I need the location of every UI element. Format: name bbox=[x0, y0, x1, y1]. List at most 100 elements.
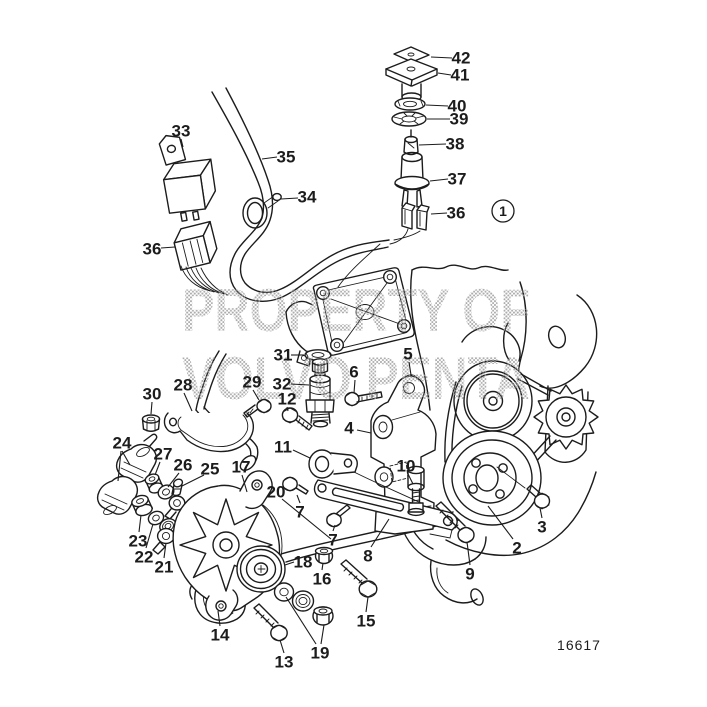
callout-leader-line bbox=[370, 518, 390, 548]
gasket-42-drawing bbox=[393, 46, 430, 63]
callout-38: 38 bbox=[446, 135, 465, 154]
washers-nut-19-drawing bbox=[273, 582, 334, 626]
callout-1: 1 bbox=[499, 203, 507, 219]
callout-leader-line bbox=[487, 505, 514, 540]
figure-number: 16617 bbox=[557, 637, 601, 653]
callout-leader-line bbox=[353, 379, 356, 394]
callout-20: 20 bbox=[267, 483, 286, 502]
callout-37: 37 bbox=[448, 170, 467, 189]
callout-3: 3 bbox=[537, 518, 546, 537]
bolt-3-drawing bbox=[496, 466, 551, 510]
star-washer-39-drawing bbox=[391, 111, 427, 127]
sender-bracket-group bbox=[281, 349, 475, 544]
harness-cable-drawing bbox=[211, 87, 421, 302]
watermark-line-1: PROPERTY OF bbox=[182, 277, 530, 344]
callout-leader-line bbox=[356, 429, 372, 434]
callout-6: 6 bbox=[349, 363, 358, 382]
callout-leader-line bbox=[241, 474, 248, 493]
callout-leader-line bbox=[183, 392, 193, 412]
callout-leader-line bbox=[296, 494, 301, 504]
callout-2: 2 bbox=[512, 539, 521, 558]
callout-36: 36 bbox=[143, 240, 162, 259]
relay-drawing bbox=[158, 134, 217, 222]
callout-7: 7 bbox=[295, 503, 304, 522]
pin-25-drawing bbox=[171, 478, 184, 497]
callout-leader-line bbox=[408, 361, 412, 376]
callout-19: 19 bbox=[311, 644, 330, 663]
callout-17: 17 bbox=[232, 458, 251, 477]
callout-leader-line bbox=[284, 561, 295, 566]
hose-upper-drawing bbox=[195, 350, 227, 411]
callout-leader-line bbox=[217, 610, 221, 627]
callout-29: 29 bbox=[243, 373, 262, 392]
callout-41: 41 bbox=[451, 66, 470, 85]
callout-21: 21 bbox=[155, 558, 174, 577]
callout-42: 42 bbox=[452, 49, 471, 68]
alternator-group bbox=[172, 470, 378, 642]
callout-leader-line bbox=[429, 178, 449, 182]
callout-leader-line bbox=[539, 507, 543, 519]
reference-balloon-circle bbox=[491, 199, 515, 223]
rubber-elbow-lower-24-drawing bbox=[96, 475, 139, 516]
callout-leader-line bbox=[180, 138, 184, 148]
bolt-12-drawing bbox=[281, 407, 313, 431]
callout-8: 8 bbox=[363, 547, 372, 566]
callout-13: 13 bbox=[275, 653, 294, 672]
bolt-13-drawing bbox=[253, 603, 288, 642]
hose-clamp-group bbox=[141, 350, 272, 471]
callout-leader-line bbox=[466, 541, 471, 566]
callout-32: 32 bbox=[273, 375, 292, 394]
callout-leader-line bbox=[286, 406, 289, 412]
callout-16: 16 bbox=[313, 570, 332, 589]
callout-leader-line bbox=[407, 473, 414, 485]
bolt-6-drawing bbox=[344, 391, 383, 407]
engine-block-drawing bbox=[280, 264, 599, 606]
nut-16-drawing bbox=[314, 546, 334, 565]
callout-23: 23 bbox=[129, 532, 148, 551]
callout-28: 28 bbox=[174, 376, 193, 395]
connector-wires-drawing bbox=[180, 265, 229, 296]
callout-leader-line bbox=[430, 212, 448, 215]
callout-22: 22 bbox=[135, 548, 154, 567]
cable-clamp-drawing bbox=[242, 192, 282, 229]
callout-7: 7 bbox=[328, 531, 337, 550]
nut-23-drawing bbox=[131, 494, 153, 517]
callout-31: 31 bbox=[274, 346, 293, 365]
bolt-9-drawing bbox=[435, 501, 475, 544]
lamp-stack-group bbox=[385, 46, 438, 231]
callout-leader-line bbox=[281, 498, 332, 540]
bolt-15-drawing bbox=[340, 559, 378, 598]
fittings-stack-group bbox=[96, 433, 186, 555]
lamp-socket-37-drawing bbox=[394, 151, 430, 208]
callout-18: 18 bbox=[294, 553, 313, 572]
bulb-38-drawing bbox=[403, 129, 419, 156]
callout-11: 11 bbox=[274, 438, 292, 457]
callout-5: 5 bbox=[403, 345, 412, 364]
callout-15: 15 bbox=[357, 612, 376, 631]
callout-leader-line bbox=[181, 474, 205, 487]
alternator-pulley-18-drawing bbox=[236, 545, 286, 593]
callout-leader-line bbox=[365, 596, 369, 613]
bolt-10-drawing bbox=[407, 465, 425, 517]
callout-leader-line bbox=[150, 401, 153, 415]
callout-33: 33 bbox=[172, 122, 191, 141]
callout-25: 25 bbox=[201, 460, 220, 479]
watermark: PROPERTY OF VOLVO PENTA bbox=[182, 277, 530, 412]
nut-30-drawing bbox=[141, 414, 161, 432]
callout-leader-line bbox=[261, 156, 278, 160]
connector-drawing bbox=[173, 220, 218, 271]
callout-leader-line bbox=[332, 524, 336, 532]
callout-leader-line bbox=[154, 461, 161, 476]
callout-35: 35 bbox=[277, 148, 296, 167]
callout-leader-line bbox=[121, 450, 131, 466]
callout-14: 14 bbox=[211, 626, 230, 645]
callout-leader-line bbox=[138, 514, 142, 533]
rubber-elbow-upper-24-drawing bbox=[115, 433, 158, 483]
loop-clamp-11-drawing bbox=[308, 449, 422, 504]
callout-34: 34 bbox=[298, 188, 317, 207]
callout-36: 36 bbox=[447, 204, 466, 223]
terminal-sleeves-36-drawing bbox=[401, 202, 430, 231]
cap-41-drawing bbox=[385, 58, 438, 102]
callout-leader-line bbox=[425, 104, 449, 107]
wiring-harness-group bbox=[158, 87, 421, 302]
